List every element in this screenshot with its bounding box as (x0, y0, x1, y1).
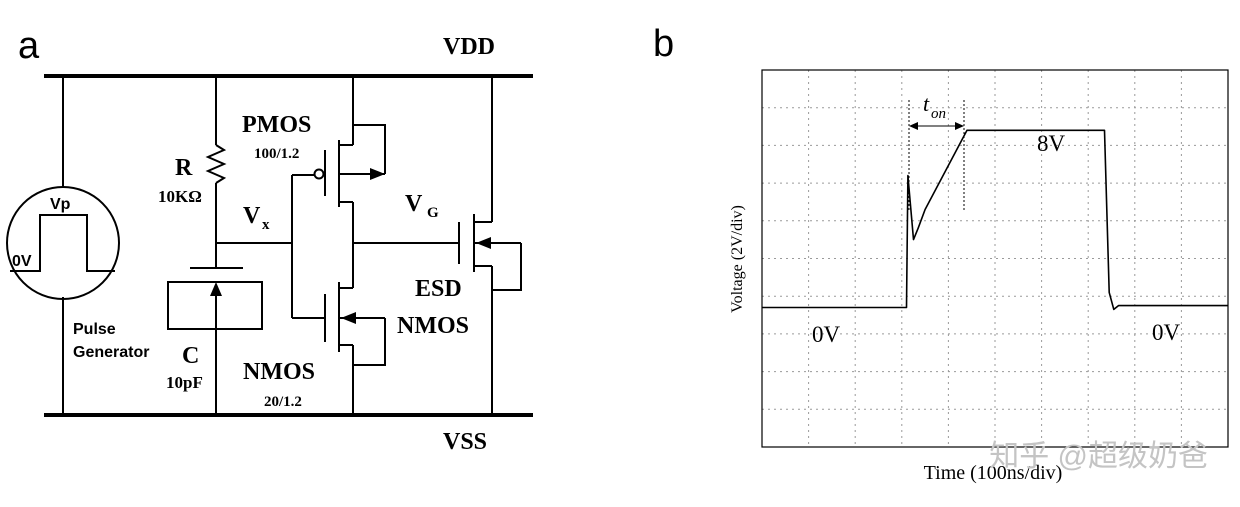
capacitor: C 10pF (166, 243, 263, 415)
vss-label: VSS (443, 429, 487, 455)
pmos-transistor: PMOS 100/1.2 (242, 76, 386, 318)
low-level-right-label: 0V (1152, 320, 1181, 345)
pulse-waveform-icon (10, 214, 115, 272)
pmos-size: 100/1.2 (254, 146, 299, 162)
resistor-name: R (175, 155, 193, 181)
circuit-schematic: a VDD VSS Vp 0V Pulse Generator R 10KΩ (6, 25, 533, 455)
plot-frame (761, 69, 1229, 448)
ton-label: t on (923, 91, 946, 122)
voltage-trace-series-1 (762, 129, 1228, 311)
vg-label: V G (405, 191, 439, 221)
x-axis-label: Time (100ns/div) (924, 462, 1063, 484)
svg-text:V: V (243, 203, 261, 229)
pulse-label: Pulse (73, 321, 116, 338)
chart-grid (762, 70, 1228, 447)
y-axis-label: Voltage (2V/div) (729, 205, 746, 313)
watermark: 知乎 @超级奶爸 (989, 440, 1208, 473)
series-layer (762, 129, 1228, 311)
low-level-left-label: 0V (812, 322, 841, 347)
esd-nmos-label: NMOS (397, 313, 469, 339)
vx-label: V x (243, 203, 270, 233)
capacitor-name: C (182, 343, 199, 369)
vp-label: Vp (50, 196, 71, 213)
svg-text:on: on (931, 106, 946, 122)
svg-text:V: V (405, 191, 423, 217)
vdd-label: VDD (443, 34, 495, 60)
esd-nmos-transistor: ESD NMOS (397, 76, 522, 415)
pulse-generator: Vp 0V Pulse Generator (6, 76, 149, 415)
generator-label: Generator (73, 344, 149, 361)
source-circle (6, 186, 120, 300)
pmos-name: PMOS (242, 112, 311, 138)
svg-text:G: G (427, 205, 439, 221)
nmos-name: NMOS (243, 359, 315, 385)
oscilloscope-chart: b t on 0V 8V 0V Voltage (2V/div) Time (1… (653, 23, 1229, 484)
svg-text:x: x (262, 217, 270, 233)
svg-text:t: t (923, 91, 930, 116)
zero-volt-label: 0V (12, 253, 32, 270)
nmos-transistor: NMOS 20/1.2 (243, 282, 386, 415)
panel-a-label: a (18, 25, 40, 67)
resistor-value: 10KΩ (158, 187, 202, 206)
capacitor-value: 10pF (166, 373, 203, 392)
high-level-label: 8V (1037, 131, 1066, 156)
resistor: R 10KΩ (158, 76, 227, 243)
nmos-size: 20/1.2 (264, 394, 302, 410)
esd-label: ESD (415, 276, 462, 302)
panel-b-label: b (653, 23, 674, 65)
